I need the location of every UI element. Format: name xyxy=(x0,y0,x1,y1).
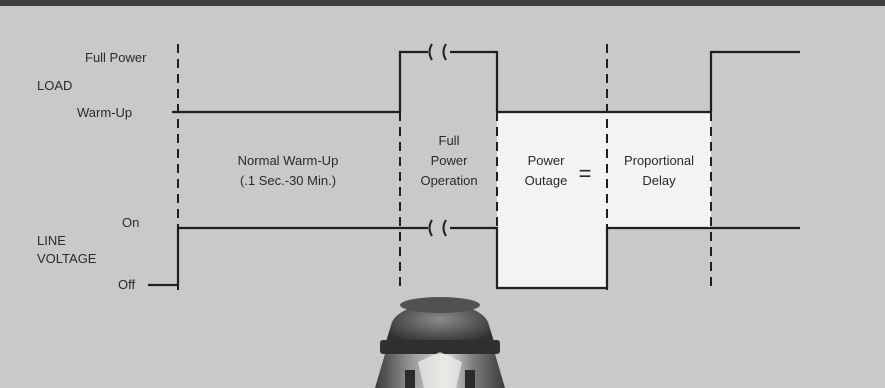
off-label: Off xyxy=(118,277,135,292)
phase-delay-line2: Delay xyxy=(642,173,676,188)
top-edge xyxy=(0,0,885,6)
device-cap-top xyxy=(400,297,480,313)
phase-delay-line1: Proportional xyxy=(624,153,694,168)
full-power-label: Full Power xyxy=(85,50,147,65)
load-label: LOAD xyxy=(37,78,72,93)
device-collar xyxy=(380,340,500,354)
phase-outage-line2: Outage xyxy=(525,173,568,188)
phase-normal-title: Normal Warm-Up xyxy=(238,153,339,168)
equals-sign: = xyxy=(579,161,592,186)
outage-delay-highlight-upper xyxy=(497,112,711,229)
device-terminal-right xyxy=(465,370,475,388)
outage-highlight-lower xyxy=(497,229,607,288)
on-label: On xyxy=(122,215,139,230)
phase-full-line2: Power xyxy=(431,153,469,168)
phase-normal-duration: (.1 Sec.-30 Min.) xyxy=(240,173,336,188)
phase-full-line1: Full xyxy=(439,133,460,148)
phase-outage-line1: Power xyxy=(528,153,566,168)
voltage-label: VOLTAGE xyxy=(37,251,97,266)
device-terminal-left xyxy=(405,370,415,388)
warm-up-label: Warm-Up xyxy=(77,105,132,120)
line-label: LINE xyxy=(37,233,66,248)
phase-full-line3: Operation xyxy=(420,173,477,188)
